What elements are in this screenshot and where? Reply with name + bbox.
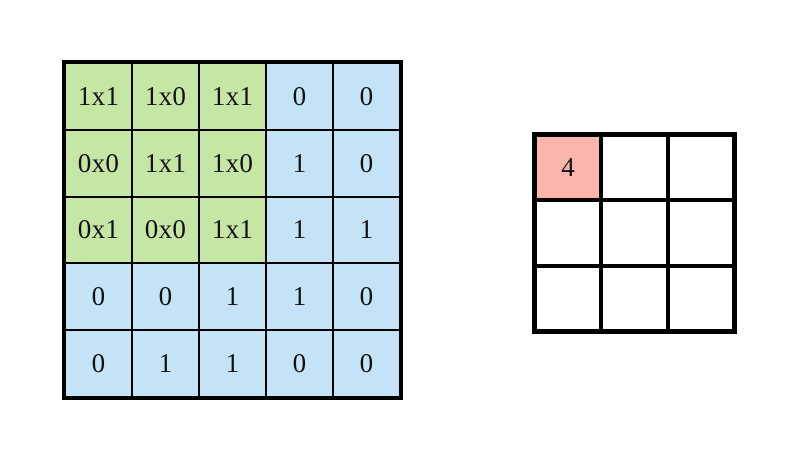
output-feature-map-cell-r3c3 [667, 265, 734, 331]
input-feature-map-cell-r2c2: 1x1 [132, 129, 199, 197]
output-feature-map-cell-r1c3 [667, 135, 734, 201]
output-feature-map-cell-r2c1 [535, 200, 602, 266]
input-feature-map-cell-r1c5: 0 [333, 63, 400, 130]
input-feature-map-cell-r4c5: 0 [333, 263, 400, 331]
input-feature-map-cell-r3c3: 1x1 [199, 196, 266, 264]
input-feature-map-cell-r3c2: 0x0 [132, 196, 199, 264]
output-feature-map-cell-r2c2 [601, 200, 668, 266]
input-feature-map-cell-r2c5: 0 [333, 129, 400, 197]
input-feature-map-cell-r3c4: 1 [266, 196, 333, 264]
input-feature-map-cell-r1c4: 0 [266, 63, 333, 130]
input-feature-map-cell-r4c2: 0 [132, 263, 199, 331]
input-feature-map-cell-r2c3: 1x0 [199, 129, 266, 197]
output-feature-map-cell-r3c2 [601, 265, 668, 331]
input-feature-map-cell-r1c2: 1x0 [132, 63, 199, 130]
input-feature-map-cell-r5c4: 0 [266, 330, 333, 397]
input-feature-map-cell-r5c2: 1 [132, 330, 199, 397]
input-feature-map-cell-r2c4: 1 [266, 129, 333, 197]
input-feature-map-cell-r4c4: 1 [266, 263, 333, 331]
input-feature-map-cell-r4c3: 1 [199, 263, 266, 331]
input-feature-map-cell-r5c1: 0 [65, 330, 132, 397]
input-feature-map-cell-r1c1: 1x1 [65, 63, 132, 130]
output-feature-map-cell-r3c1 [535, 265, 602, 331]
input-feature-map-cell-r3c1: 0x1 [65, 196, 132, 264]
output-feature-map-grid: 4 [532, 132, 737, 334]
output-feature-map-cell-r1c1: 4 [535, 135, 602, 201]
input-feature-map-cell-r3c5: 1 [333, 196, 400, 264]
input-feature-map-cell-r4c1: 0 [65, 263, 132, 331]
output-feature-map-cell-r1c2 [601, 135, 668, 201]
input-feature-map-cell-r5c3: 1 [199, 330, 266, 397]
input-feature-map-cell-r5c5: 0 [333, 330, 400, 397]
output-feature-map-cell-r2c3 [667, 200, 734, 266]
input-feature-map-cell-r1c3: 1x1 [199, 63, 266, 130]
input-feature-map-cell-r2c1: 0x0 [65, 129, 132, 197]
